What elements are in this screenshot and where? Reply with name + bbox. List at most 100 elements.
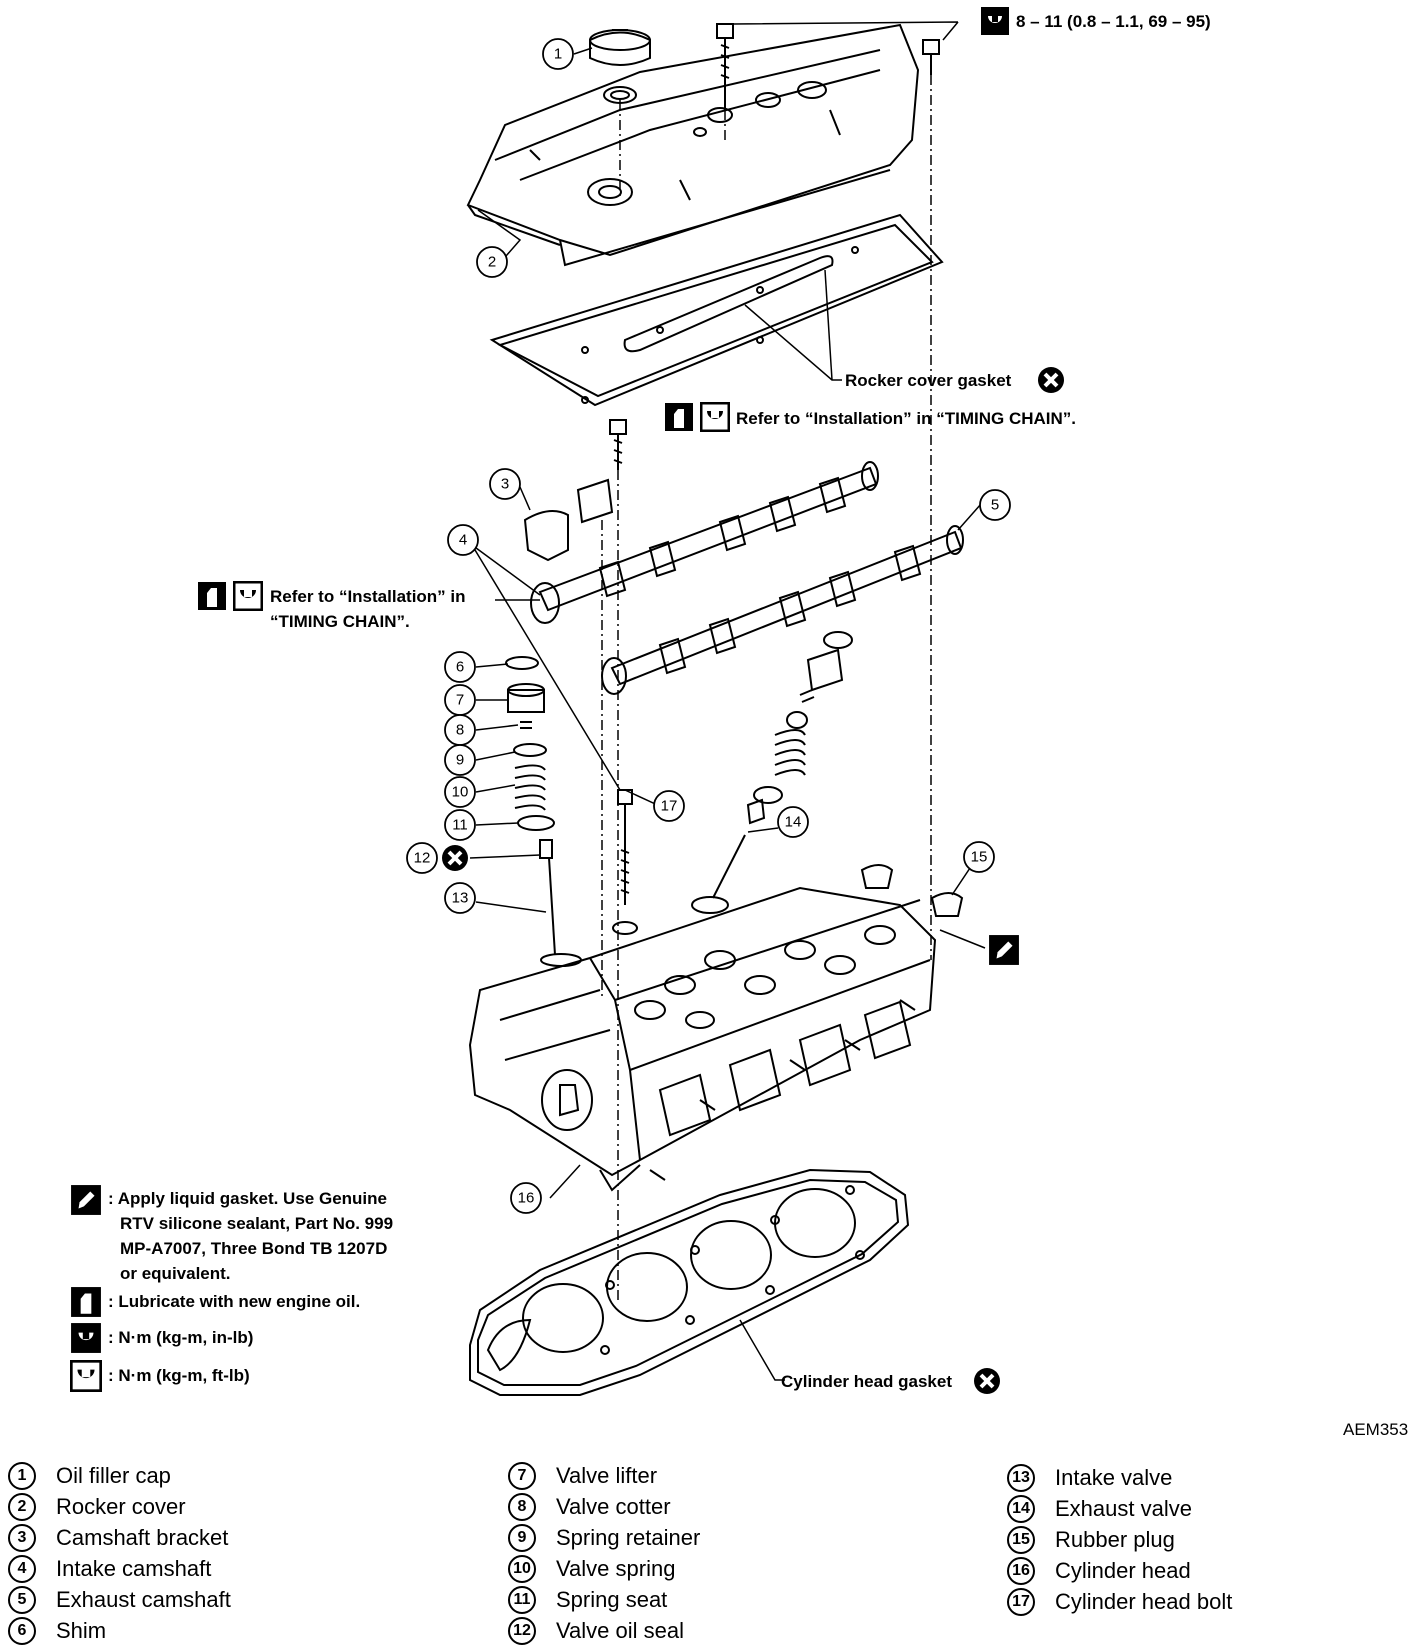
leader-lines — [469, 47, 986, 1199]
legend-number: 12 — [508, 1616, 536, 1645]
callout-15: 15 — [963, 841, 995, 873]
svg-text:2: 2 — [488, 254, 496, 271]
callout-1: 1 — [542, 38, 574, 70]
legend-number: 3 — [8, 1523, 36, 1552]
key-liquid-gasket-line2: RTV silicone sealant, Part No. 999 — [120, 1214, 393, 1233]
legend-label: Camshaft bracket — [56, 1524, 229, 1550]
callout-8: 8 — [444, 714, 476, 746]
callout-4: 4 — [447, 524, 479, 556]
legend-label: Intake camshaft — [56, 1555, 212, 1581]
torque-inlb-icon — [981, 7, 1009, 35]
rocker-cover — [466, 23, 920, 267]
lubricate-icon-2 — [198, 582, 226, 610]
callout-5: 5 — [979, 489, 1011, 521]
callout-13: 13 — [444, 882, 476, 914]
svg-text:16: 16 — [518, 1190, 535, 1207]
replace-icon-head-gasket — [972, 1366, 1002, 1396]
key-torque-inlb-icon — [71, 1323, 101, 1353]
legend-number: 5 — [8, 1585, 36, 1614]
legend-item: 15 Rubber plug — [1007, 1524, 1232, 1555]
callout-16: 16 — [510, 1182, 542, 1214]
cylinder-head-gasket — [469, 1168, 910, 1396]
legend-label: Valve spring — [556, 1555, 676, 1581]
key-torque-ftlb: : N·m (kg-m, ft-lb) — [108, 1366, 250, 1385]
legend-number: 8 — [508, 1492, 536, 1521]
legend-item: 13 Intake valve — [1007, 1462, 1232, 1493]
svg-text:13: 13 — [452, 890, 469, 907]
rocker-cover-bolts — [609, 23, 940, 470]
legend-label: Exhaust camshaft — [56, 1586, 231, 1612]
key-liquid-gasket-line1: : Apply liquid gasket. Use Genuine — [108, 1189, 387, 1208]
svg-text:7: 7 — [456, 692, 464, 709]
key-liquid-gasket-line4: or equivalent. — [120, 1264, 231, 1283]
legend-item: 1 Oil filler cap — [8, 1460, 231, 1491]
key-torque-inlb: : N·m (kg-m, in-lb) — [108, 1328, 253, 1347]
svg-text:9: 9 — [456, 752, 464, 769]
legend-number: 14 — [1007, 1494, 1035, 1523]
svg-text:17: 17 — [661, 798, 678, 815]
legend-label: Cylinder head bolt — [1055, 1588, 1233, 1614]
svg-text:6: 6 — [456, 659, 464, 676]
camshaft-brackets — [523, 478, 614, 562]
legend-number: 7 — [508, 1461, 536, 1490]
intake-camshaft — [530, 461, 879, 624]
legend-number: 17 — [1007, 1587, 1035, 1616]
legend-number: 2 — [8, 1492, 36, 1521]
cylinder-head-gasket-label: Cylinder head gasket — [781, 1372, 952, 1391]
svg-text:12: 12 — [414, 850, 431, 867]
cylinder-head-bolt — [612, 789, 638, 935]
alignment-lines — [601, 75, 932, 1300]
legend-item: 5 Exhaust camshaft — [8, 1584, 231, 1615]
callout-10: 10 — [444, 776, 476, 808]
legend-label: Oil filler cap — [56, 1462, 171, 1488]
legend-label: Cylinder head — [1055, 1557, 1191, 1583]
torque-ftlb-icon-2 — [233, 581, 263, 611]
figure-code: AEM353 — [1343, 1420, 1408, 1439]
cylinder-head — [468, 886, 937, 1192]
rocker-cover-gasket-label: Rocker cover gasket — [845, 371, 1012, 390]
oil-filler-cap — [589, 29, 651, 104]
callout-17: 17 — [653, 790, 685, 822]
replace-icon-rocker-gasket — [1036, 365, 1066, 395]
legend-item: 16 Cylinder head — [1007, 1555, 1232, 1586]
callout-11: 11 — [444, 809, 476, 841]
torque-spec-top: 8 – 11 (0.8 – 1.1, 69 – 95) — [1016, 12, 1211, 31]
refer-installation-1: Refer to “Installation” in “TIMING CHAIN… — [736, 409, 1076, 428]
legend-label: Valve lifter — [556, 1462, 658, 1488]
key-lubricate-icon — [71, 1287, 101, 1317]
legend-number: 15 — [1007, 1525, 1035, 1554]
svg-text:5: 5 — [991, 497, 999, 514]
liquid-gasket-icon — [989, 935, 1019, 965]
replace-icon-12 — [440, 843, 470, 873]
callout-14: 14 — [777, 806, 809, 838]
svg-text:10: 10 — [452, 784, 469, 801]
legend-label: Intake valve — [1055, 1464, 1173, 1490]
svg-text:8: 8 — [456, 722, 464, 739]
callout-3: 3 — [489, 468, 521, 500]
legend-label: Spring seat — [556, 1586, 668, 1612]
rocker-cover-gasket — [489, 213, 944, 407]
legend-number: 1 — [8, 1461, 36, 1490]
callout-7: 7 — [444, 684, 476, 716]
callout-12: 12 — [406, 842, 438, 874]
legend-label: Shim — [56, 1617, 107, 1643]
svg-text:15: 15 — [971, 849, 988, 866]
legend-label: Valve cotter — [556, 1493, 671, 1519]
legend-number: 16 — [1007, 1556, 1035, 1585]
svg-text:11: 11 — [452, 817, 468, 834]
legend-number: 13 — [1007, 1463, 1035, 1492]
legend-label: Rubber plug — [1055, 1526, 1175, 1552]
exhaust-valve-train — [691, 631, 853, 914]
callout-2: 2 — [476, 246, 508, 278]
key-liquid-gasket-icon — [71, 1185, 101, 1215]
refer-installation-2-line2: “TIMING CHAIN”. — [270, 612, 410, 631]
